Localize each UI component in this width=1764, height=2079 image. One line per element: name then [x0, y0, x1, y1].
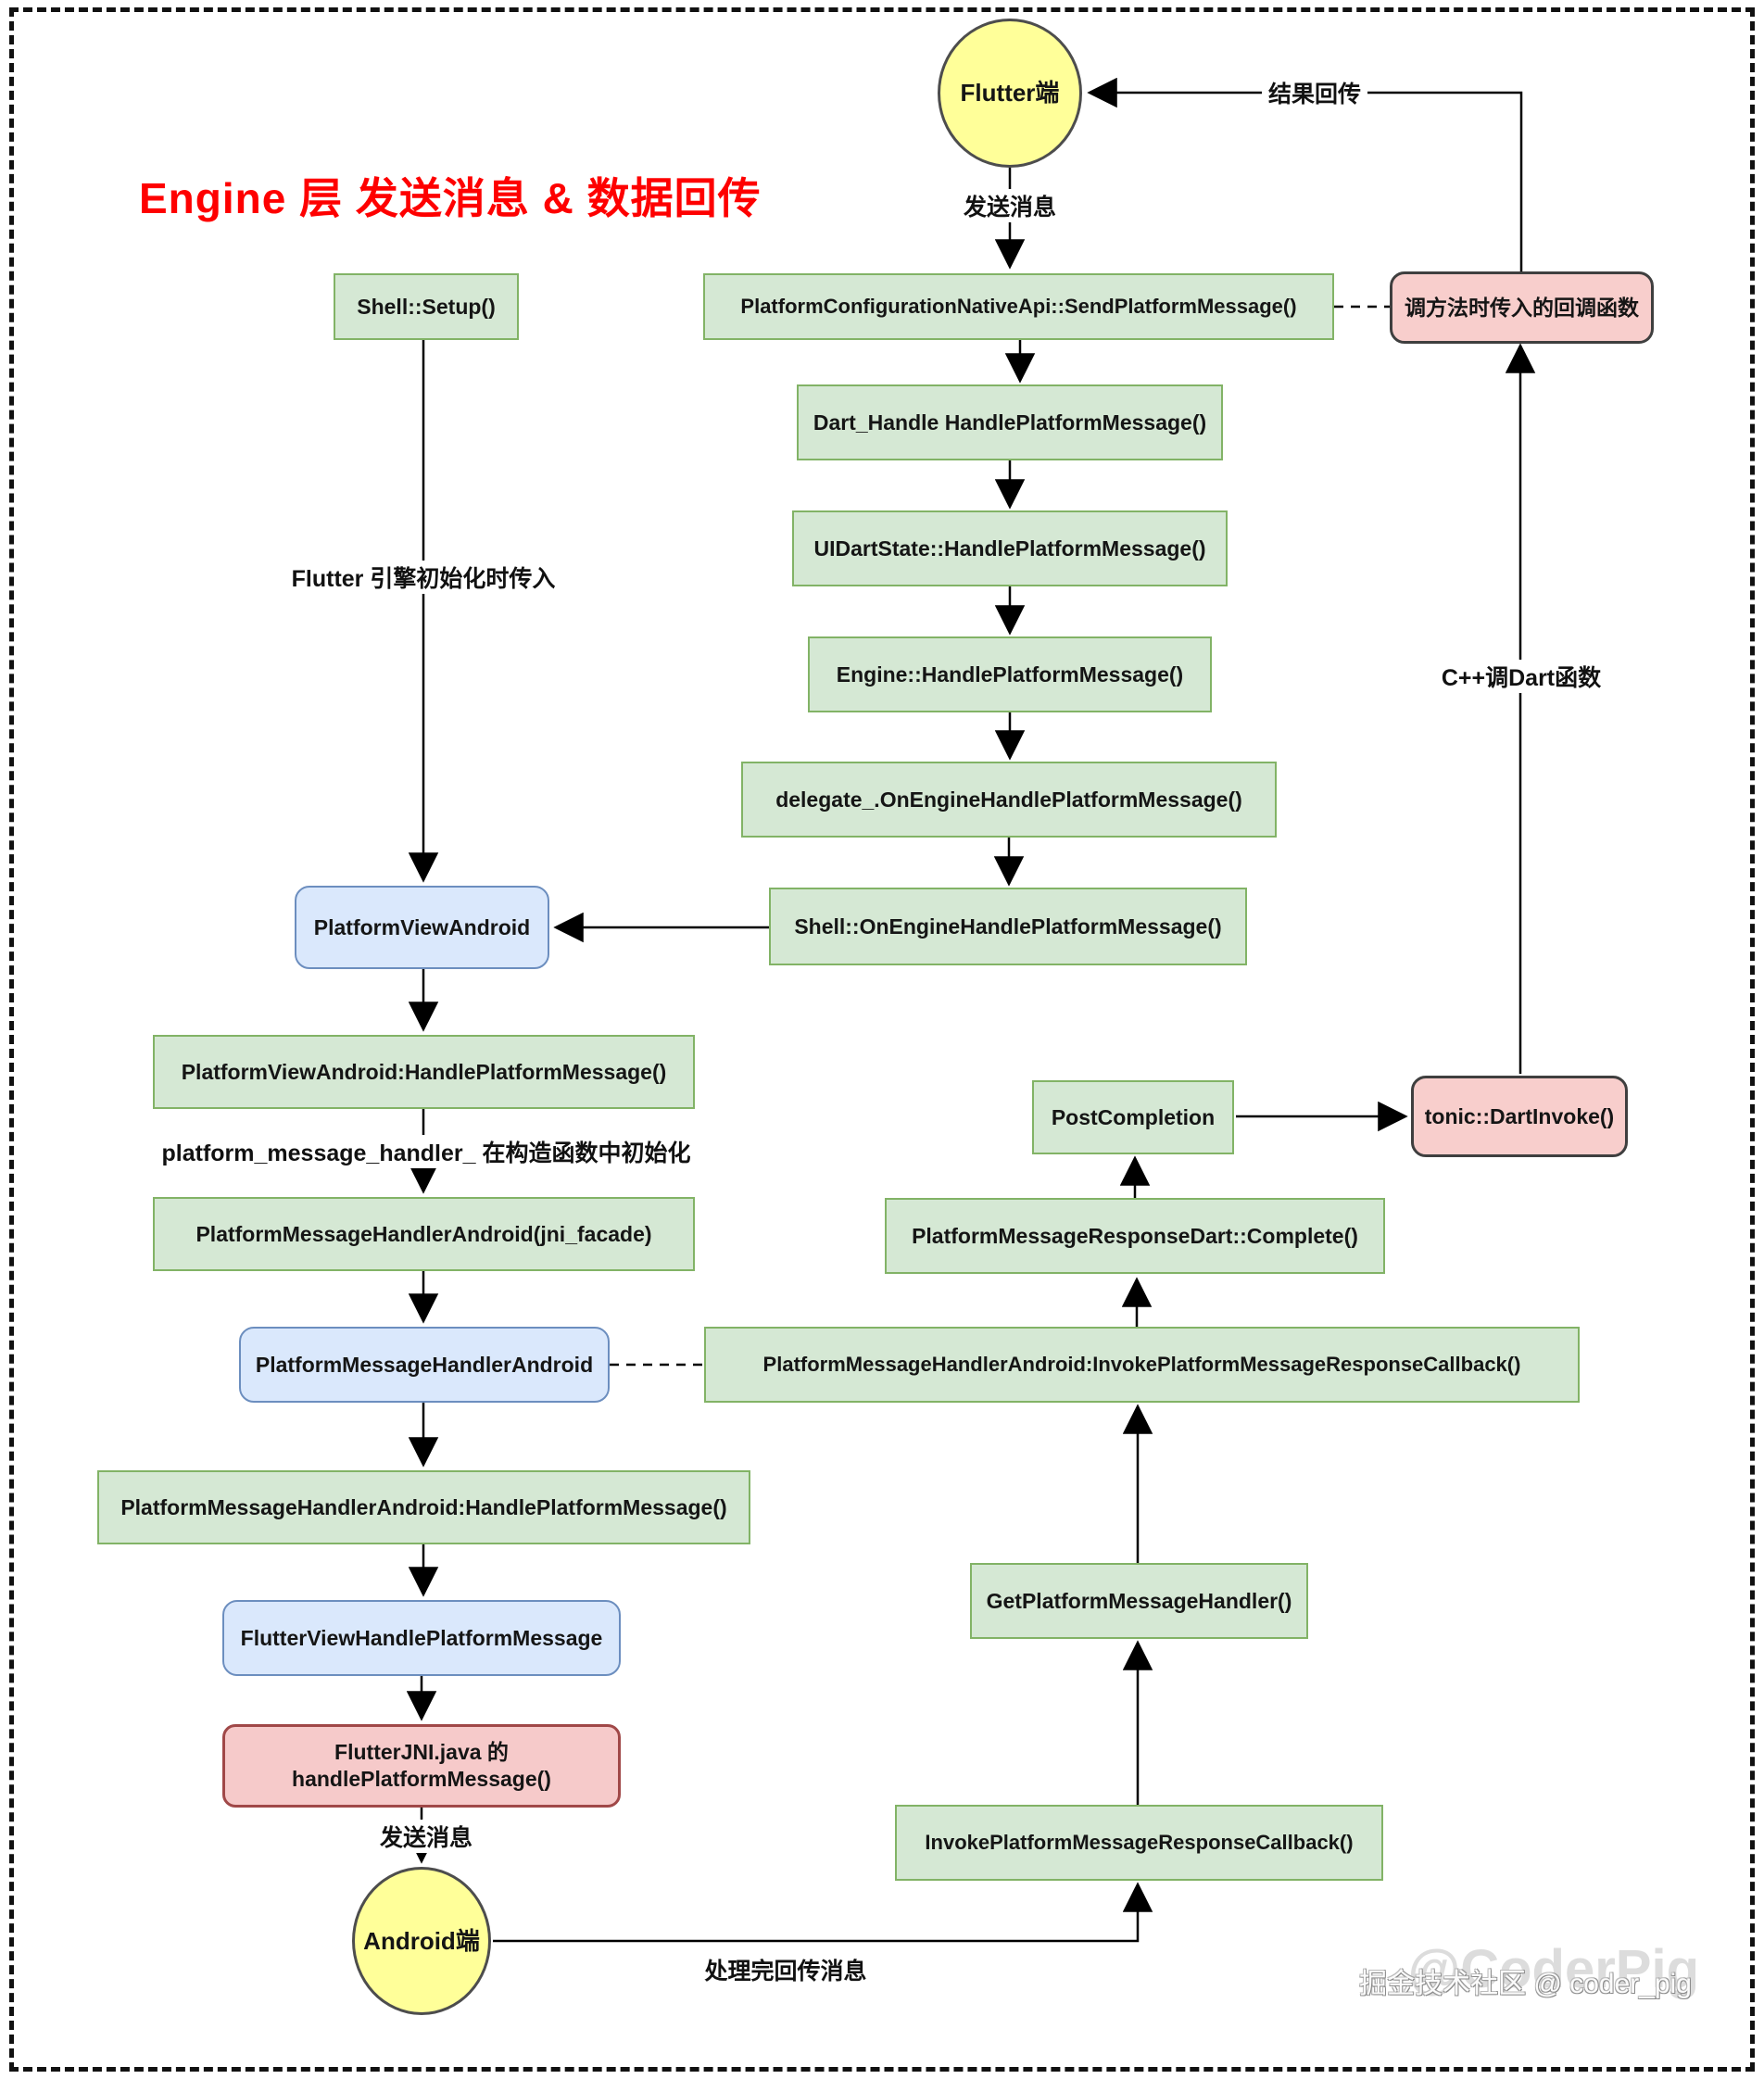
node-flutter-view-handle-platform-message: FlutterViewHandlePlatformMessage: [222, 1600, 621, 1676]
node-label: PlatformViewAndroid:HandlePlatformMessag…: [181, 1059, 667, 1084]
watermark-ghost-text: @CoderPig: [1407, 1939, 1699, 1999]
node-label: Shell::Setup(): [357, 294, 496, 319]
node-label: Android端: [363, 1926, 480, 1955]
node-label: 调方法时传入的回调函数: [1405, 295, 1639, 320]
node-label: tonic::DartInvoke(): [1424, 1103, 1615, 1128]
node-delegate-onengine-hpm: delegate_.OnEngineHandlePlatformMessage(…: [741, 762, 1277, 838]
node-dart-handle-hpm: Dart_Handle HandlePlatformMessage(): [797, 384, 1223, 460]
node-label: PlatformMessageHandlerAndroid: [255, 1352, 594, 1377]
node-label: UIDartState::HandlePlatformMessage(): [813, 536, 1206, 561]
node-pva-handle-platform-message: PlatformViewAndroid:HandlePlatformMessag…: [153, 1035, 695, 1109]
node-tonic-dart-invoke: tonic::DartInvoke(): [1411, 1076, 1628, 1157]
node-label: Flutter端: [960, 79, 1060, 107]
node-pmha-invoke-response-callback: PlatformMessageHandlerAndroid:InvokePlat…: [704, 1327, 1580, 1403]
node-label: PlatformMessageResponseDart::Complete(): [912, 1223, 1358, 1248]
node-pmha-jni-facade: PlatformMessageHandlerAndroid(jni_facade…: [153, 1197, 695, 1271]
node-label: PlatformViewAndroid: [313, 914, 531, 939]
node-label: PlatformConfigurationNativeApi::SendPlat…: [740, 295, 1297, 319]
node-post-completion: PostCompletion: [1032, 1080, 1234, 1154]
edge-label-handler-init: platform_message_handler_ 在构造函数中初始化: [155, 1135, 698, 1168]
node-pmrd-complete: PlatformMessageResponseDart::Complete(): [885, 1198, 1385, 1274]
edge-label-result-return: 结果回传: [1261, 76, 1368, 109]
node-label: PostCompletion: [1051, 1104, 1216, 1129]
edge-label-cpp-call-dart: C++调Dart函数: [1434, 660, 1608, 693]
node-uidartstate-hpm: UIDartState::HandlePlatformMessage(): [792, 510, 1228, 586]
node-label: PlatformMessageHandlerAndroid:InvokePlat…: [762, 1353, 1521, 1377]
node-invoke-platform-message-response-callback: InvokePlatformMessageResponseCallback(): [895, 1805, 1383, 1881]
node-label: GetPlatformMessageHandler(): [986, 1588, 1292, 1613]
node-get-platform-message-handler: GetPlatformMessageHandler(): [970, 1563, 1308, 1639]
watermark-text: 掘金技术社区 @ coder_pig: [1359, 1969, 1692, 1999]
node-pmha-handle-platform-message: PlatformMessageHandlerAndroid:HandlePlat…: [97, 1470, 750, 1544]
node-platform-message-handler-android: PlatformMessageHandlerAndroid: [239, 1327, 610, 1403]
node-label-line1: FlutterJNI.java 的: [334, 1740, 509, 1765]
node-label: Engine::HandlePlatformMessage(): [836, 662, 1184, 687]
edge-label-send-message-bottom: 发送消息: [372, 1820, 480, 1853]
node-label: Shell::OnEngineHandlePlatformMessage(): [794, 914, 1222, 939]
node-shell-onengine-hpm: Shell::OnEngineHandlePlatformMessage(): [769, 888, 1247, 965]
node-flutter-jni-handle-platform-message: FlutterJNI.java 的 handlePlatformMessage(…: [222, 1724, 621, 1808]
node-send-platform-message: PlatformConfigurationNativeApi::SendPlat…: [703, 273, 1334, 340]
watermark: @CoderPig 掘金技术社区 @ coder_pig: [1217, 1939, 1699, 2018]
node-label: PlatformMessageHandlerAndroid:HandlePlat…: [120, 1494, 727, 1519]
node-android-side: Android端: [352, 1867, 491, 2015]
diagram-title: Engine 层 发送消息 & 数据回传: [139, 174, 762, 222]
node-label: delegate_.OnEngineHandlePlatformMessage(…: [775, 787, 1242, 812]
node-label: InvokePlatformMessageResponseCallback(): [925, 1831, 1354, 1855]
node-platform-view-android: PlatformViewAndroid: [295, 886, 549, 969]
node-callback-passed-in: 调方法时传入的回调函数: [1390, 271, 1654, 344]
node-engine-hpm: Engine::HandlePlatformMessage(): [808, 636, 1212, 712]
edge-label-engine-init: Flutter 引擎初始化时传入: [284, 561, 562, 594]
edge-label-send-message-top: 发送消息: [956, 189, 1064, 222]
node-flutter-side: Flutter端: [938, 19, 1082, 168]
node-label: FlutterViewHandlePlatformMessage: [240, 1625, 603, 1650]
edge-label-process-return: 处理完回传消息: [698, 1953, 874, 1986]
node-label: Dart_Handle HandlePlatformMessage(): [813, 410, 1207, 435]
node-label-line2: handlePlatformMessage(): [292, 1767, 551, 1791]
node-shell-setup: Shell::Setup(): [334, 273, 519, 340]
node-label: PlatformMessageHandlerAndroid(jni_facade…: [195, 1221, 652, 1246]
